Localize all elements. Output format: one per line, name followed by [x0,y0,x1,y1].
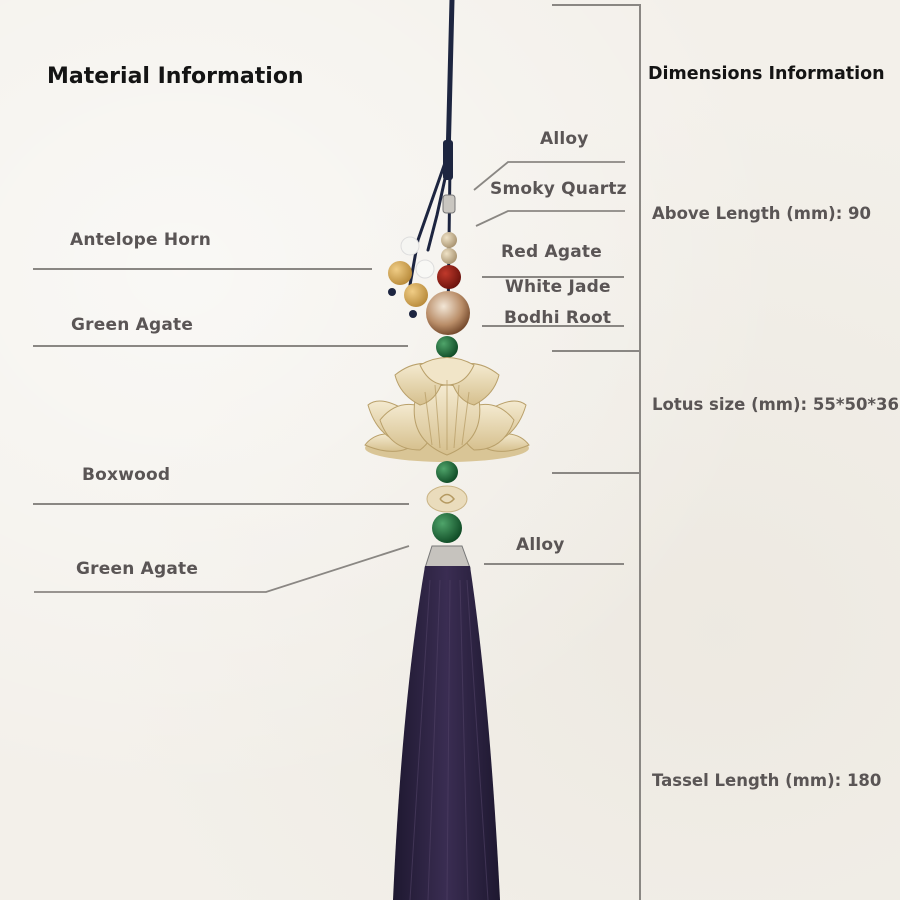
material-information-title: Material Information [47,64,304,89]
label-alloy-top: Alloy [540,129,589,149]
label-smoky-quartz: Smoky Quartz [490,179,627,199]
tassel [393,566,500,900]
dimension-tick-lotus-bottom [552,472,641,474]
lotus-carving [364,357,530,462]
label-red-agate: Red Agate [501,242,602,262]
tassel-length: Tassel Length (mm): 180 [652,771,882,790]
dimension-tick-top [552,4,641,6]
leader-line [33,345,408,347]
label-alloy-bottom: Alloy [516,535,565,555]
above-length: Above Length (mm): 90 [652,204,872,223]
label-bodhi-root: Bodhi Root [504,308,612,328]
label-antelope-horn: Antelope Horn [70,230,212,250]
leader-line [33,268,372,270]
dimensions-information-title: Dimensions Information [648,64,885,84]
lotus-size: Lotus size (mm): 55*50*36 [652,395,900,414]
leader-line [484,563,624,565]
dimension-tick-lotus-top [552,350,641,352]
dimension-bracket [639,4,641,900]
label-white-jade: White Jade [505,277,611,297]
label-boxwood: Boxwood [82,465,171,485]
leader-line [482,276,624,278]
leader-line [33,503,409,505]
label-green-agate-bottom: Green Agate [76,559,199,579]
label-green-agate-top: Green Agate [71,315,194,335]
leader-line [482,325,624,327]
